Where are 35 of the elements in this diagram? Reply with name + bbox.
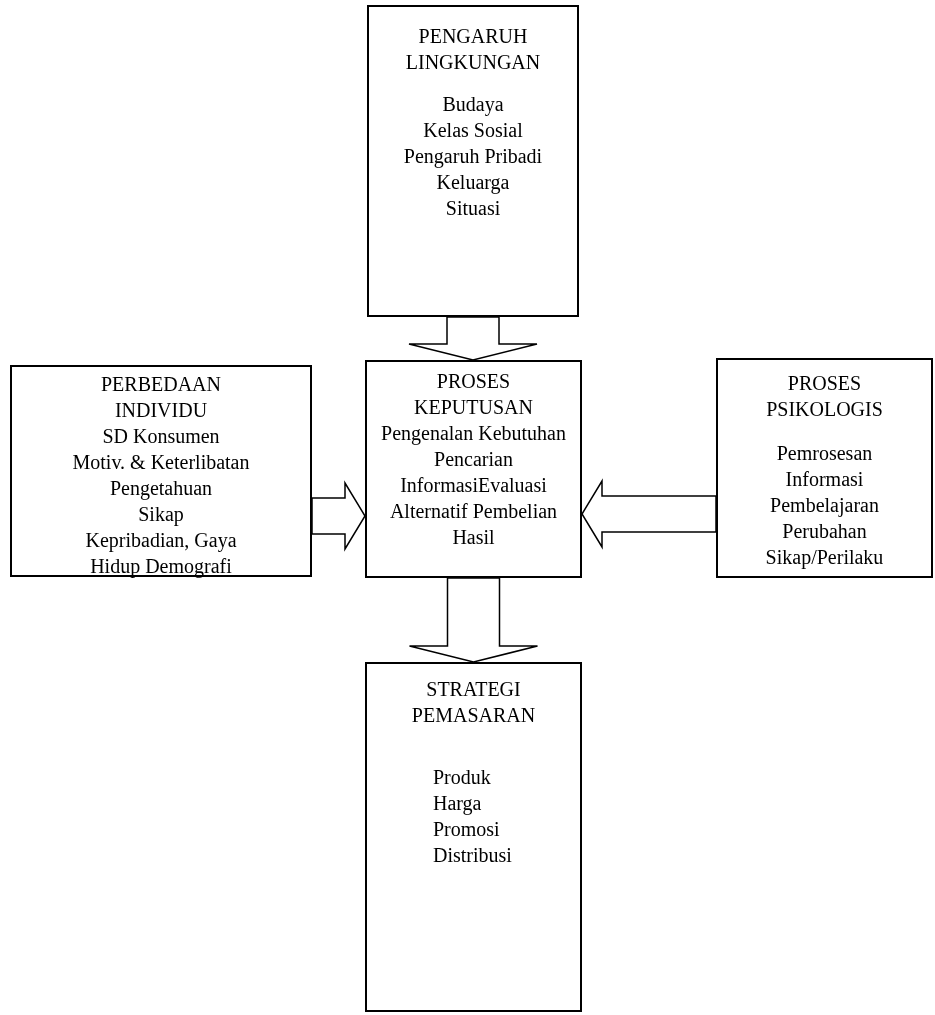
box-item: Produk [433, 765, 491, 790]
box-item: Distribusi [433, 843, 512, 868]
process-box [367, 5, 579, 317]
box-heading: STRATEGI PEMASARAN [410, 677, 537, 728]
block-arrow [311, 480, 366, 552]
box-item: Informasi [785, 467, 864, 492]
box-item: Kepribadian, Gaya [85, 528, 237, 553]
box-item: Perubahan [782, 519, 867, 544]
box-item: Pengenalan Kebutuhan Pencarian InformasiEvaluasi Alternatif Pembelian Hasil [381, 421, 566, 550]
block-arrow [408, 316, 538, 361]
box-item: Motiv. & Keterlibatan [72, 450, 250, 475]
box-item: Pemrosesan [776, 441, 873, 466]
box-item: Pengaruh Pribadi [403, 144, 543, 169]
box-item: Sikap [138, 502, 184, 527]
box-item: Keluarga [436, 170, 510, 195]
box-heading: PENGARUH LINGKUNGAN [404, 24, 542, 75]
process-box [716, 358, 933, 578]
box-item: Pengetahuan [109, 476, 213, 501]
box-item: SD Konsumen [102, 424, 220, 449]
process-box [365, 360, 582, 578]
box-heading: PERBEDAAN INDIVIDU [100, 372, 222, 423]
process-box [10, 365, 312, 577]
box-item: Budaya [442, 92, 504, 117]
block-arrow [581, 478, 717, 550]
box-item: Kelas Sosial [423, 118, 523, 143]
box-heading: PROSES KEPUTUSAN [413, 369, 534, 420]
box-heading: PROSES PSIKOLOGIS [765, 371, 884, 422]
box-item: Pembelajaran [770, 493, 879, 518]
box-item: Promosi [433, 817, 500, 842]
box-item: Sikap/Perilaku [765, 545, 884, 570]
box-item: Hidup Demografi [90, 554, 232, 579]
process-box [365, 662, 582, 1012]
block-arrow [408, 577, 539, 663]
box-item: Harga [433, 791, 482, 816]
box-item: Situasi [445, 196, 501, 221]
